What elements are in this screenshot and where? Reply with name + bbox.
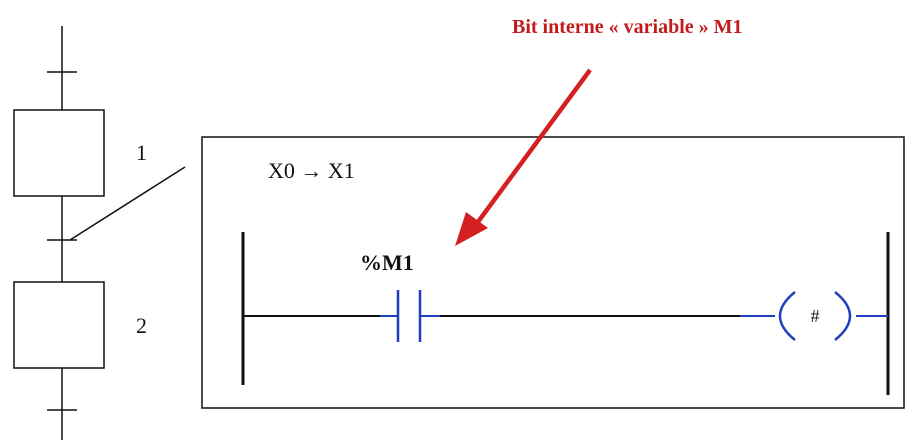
annotation-title: Bit interne « variable » M1	[512, 16, 743, 38]
step-number-1: 1	[136, 140, 147, 165]
transition-label: X0 → X1	[268, 158, 355, 183]
contact-label: %M1	[360, 250, 414, 275]
step-box-2	[13, 281, 105, 369]
step-box-1	[13, 109, 105, 197]
step-number-2: 2	[136, 313, 147, 338]
coil-left-arc	[778, 291, 796, 341]
arrow-shaft	[473, 68, 592, 228]
grafcet-chart	[13, 26, 186, 440]
ladder-rung: #	[241, 232, 890, 395]
ladder-panel	[201, 136, 905, 409]
arrow-head	[455, 212, 488, 246]
coil-symbol: #	[811, 306, 820, 326]
annotation-arrow	[455, 68, 592, 246]
coil-right-arc	[834, 291, 852, 341]
callout-line	[69, 166, 186, 241]
